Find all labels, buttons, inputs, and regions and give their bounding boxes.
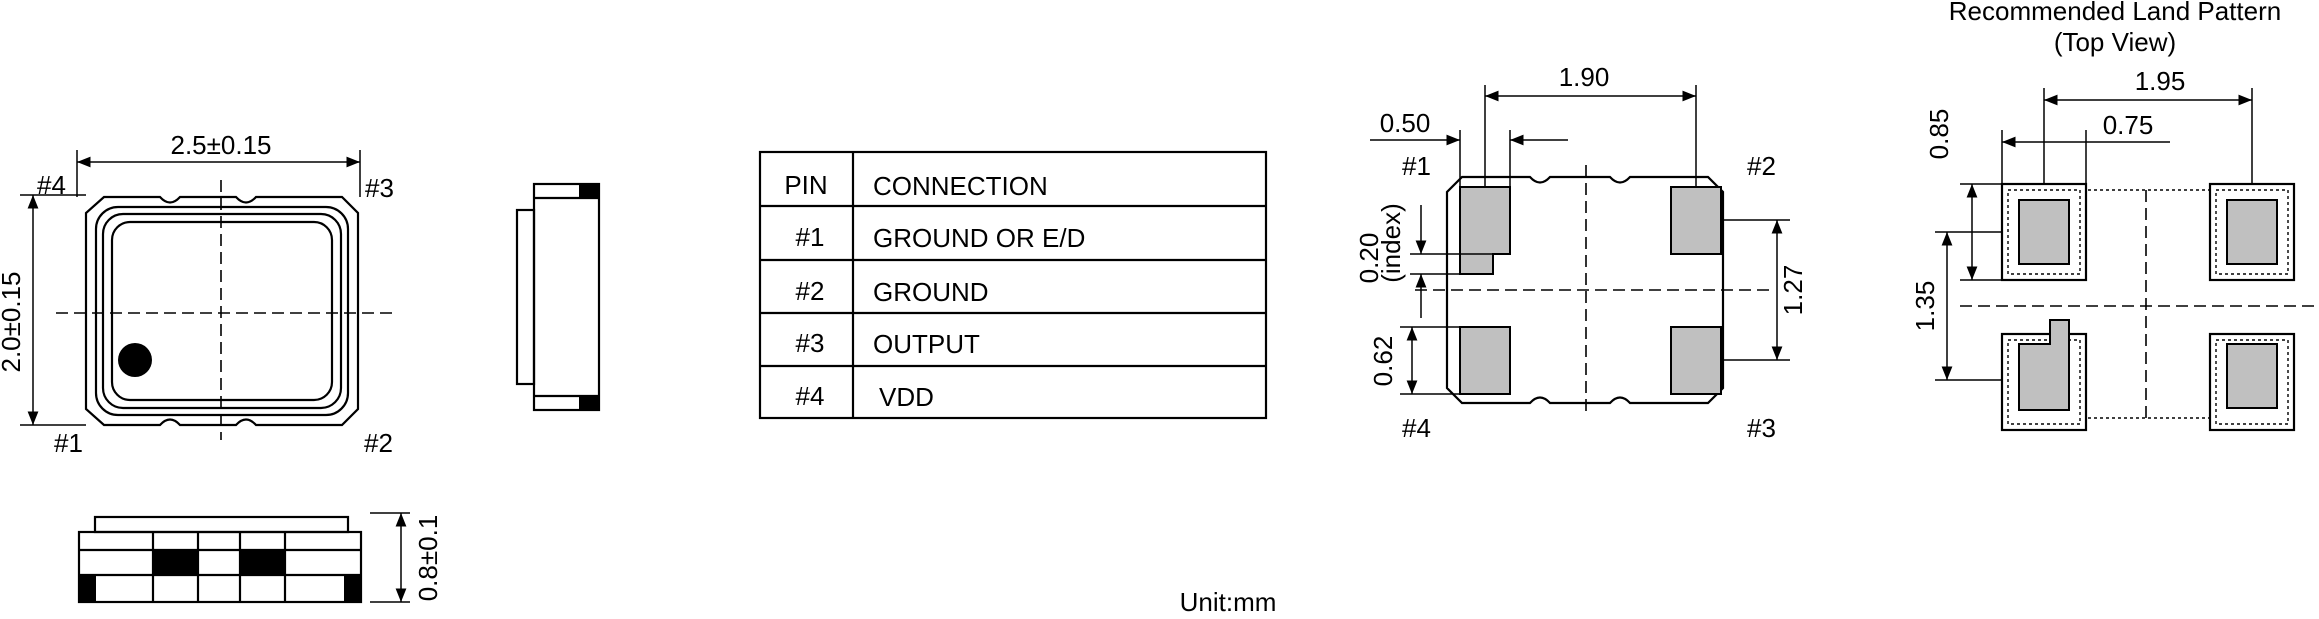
pin4-label: #4 <box>37 170 66 200</box>
width-dim-label: 2.5±0.15 <box>170 130 271 160</box>
table-row-pin: #3 <box>796 328 825 358</box>
table-row-pin: #4 <box>796 381 825 411</box>
index-dim-label: 0.20 <box>1354 233 1384 284</box>
side-lid <box>515 208 536 386</box>
pin1-label: #1 <box>54 428 83 458</box>
land-pattern-view: Recommended Land Pattern (Top View) 1.95 <box>1910 0 2319 432</box>
terminal-outline <box>2215 339 2289 425</box>
pin2-label: #2 <box>364 428 393 458</box>
pin4-label: #4 <box>1402 413 1431 443</box>
unit-label: Unit:mm <box>1180 587 1277 617</box>
pad-width-label: 0.50 <box>1380 108 1431 138</box>
bottom-view: 1.90 0.50 0.20 (index) 1.27 0.62 #1 #2 #… <box>1354 62 1808 443</box>
bottom-view-outline <box>1445 175 1725 405</box>
land-pattern-title: Recommended Land Pattern <box>1949 0 2281 26</box>
front-castellation <box>153 550 198 575</box>
lid-middle <box>101 212 343 410</box>
terminal-pad <box>2226 343 2278 409</box>
table-row-connection: GROUND OR E/D <box>873 223 1085 253</box>
land-4 <box>2000 332 2088 432</box>
thickness-dim-label: 0.8±0.1 <box>413 515 443 602</box>
terminal-pad <box>2226 199 2278 265</box>
table-row-connection: OUTPUT <box>873 329 980 359</box>
lid-outer <box>94 205 350 417</box>
pin3-label: #3 <box>1747 413 1776 443</box>
pad-2 <box>1670 186 1722 255</box>
front-terminal <box>79 575 96 602</box>
land-width-label: 0.75 <box>2103 110 2154 140</box>
table-header-pin: PIN <box>784 170 827 200</box>
height-dim-label: 2.0±0.15 <box>0 271 26 372</box>
table-row-pin: #1 <box>796 222 825 252</box>
pin-connection-table: PIN CONNECTION #1 GROUND OR E/D #2 GROUN… <box>758 150 1268 420</box>
lid-inner <box>110 220 334 402</box>
front-terminal <box>344 575 361 602</box>
pin2-label: #2 <box>1747 151 1776 181</box>
pad-height-label: 0.62 <box>1368 336 1398 387</box>
land-pattern-subtitle: (Top View) <box>2054 27 2176 57</box>
front-view: 0.8±0.1 <box>77 512 443 604</box>
land-3 <box>2208 332 2296 432</box>
table-header-connection: CONNECTION <box>873 171 1048 201</box>
pin1-label: #1 <box>1402 151 1431 181</box>
land-spacing-x-label: 1.95 <box>2135 66 2186 96</box>
table-border <box>758 150 1268 420</box>
table-row-pin: #2 <box>796 276 825 306</box>
table-row-connection: GROUND <box>873 277 989 307</box>
side-view <box>515 182 601 412</box>
terminal-pad <box>2018 199 2070 265</box>
terminal-outline <box>2215 189 2289 275</box>
side-body <box>532 182 601 412</box>
pad-4 <box>1459 326 1511 395</box>
pad-1-index <box>1459 186 1511 275</box>
terminal-pad-index <box>2018 319 2070 411</box>
index-label: (index) <box>1376 203 1406 282</box>
front-body <box>77 530 363 604</box>
side-terminal <box>579 396 599 410</box>
pin3-label: #3 <box>365 173 394 203</box>
top-view: 2.5±0.15 2.0±0.15 #4 #3 #1 #2 <box>0 130 398 458</box>
pad-3 <box>1670 326 1722 395</box>
front-lid <box>93 515 350 534</box>
pad-spacing-x-label: 1.90 <box>1559 62 1610 92</box>
land-height-label: 0.85 <box>1924 109 1954 160</box>
top-view-outline <box>84 195 360 427</box>
side-terminal <box>579 184 599 198</box>
pin1-dot-marker <box>118 343 152 377</box>
land-spacing-y-label: 1.35 <box>1910 281 1940 332</box>
front-castellation <box>240 550 285 575</box>
pad-spacing-y-label: 1.27 <box>1778 265 1808 316</box>
table-row-connection: VDD <box>879 382 934 412</box>
terminal-outline <box>2007 339 2081 425</box>
terminal-outline <box>2007 189 2081 275</box>
